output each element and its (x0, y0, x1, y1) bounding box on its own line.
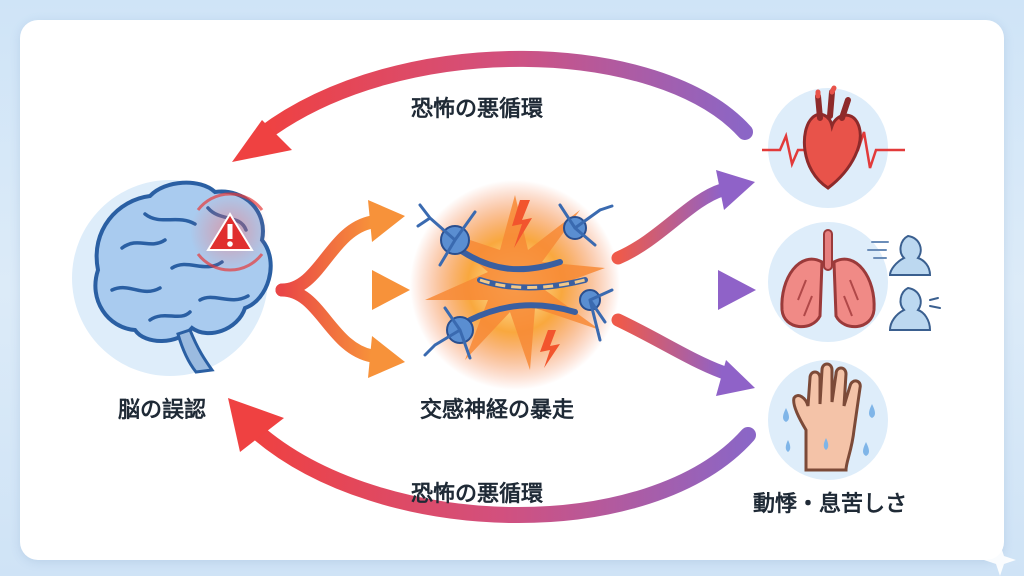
cycle-label-bottom: 恐怖の悪循環 (411, 482, 544, 507)
sparkle-icon (984, 544, 1016, 576)
fan-arrows (275, 200, 410, 378)
sweating-hand-icon (768, 360, 888, 480)
cycle-arrow-top (232, 50, 753, 162)
heart-icon (762, 85, 905, 208)
warning-icon (190, 192, 270, 272)
nerve-label: 交感神経の暴走 (420, 398, 575, 423)
output-arrows (611, 170, 756, 396)
breathless-person-icon (867, 234, 941, 331)
brain-label: 脳の誤認 (118, 398, 207, 423)
cycle-arrow-bottom (228, 398, 756, 524)
lungs-icon (768, 222, 888, 342)
symptoms-label: 動悸・息苦しさ (753, 492, 908, 517)
cycle-label-top: 恐怖の悪循環 (411, 97, 544, 122)
neuron-burst-icon (410, 180, 620, 390)
